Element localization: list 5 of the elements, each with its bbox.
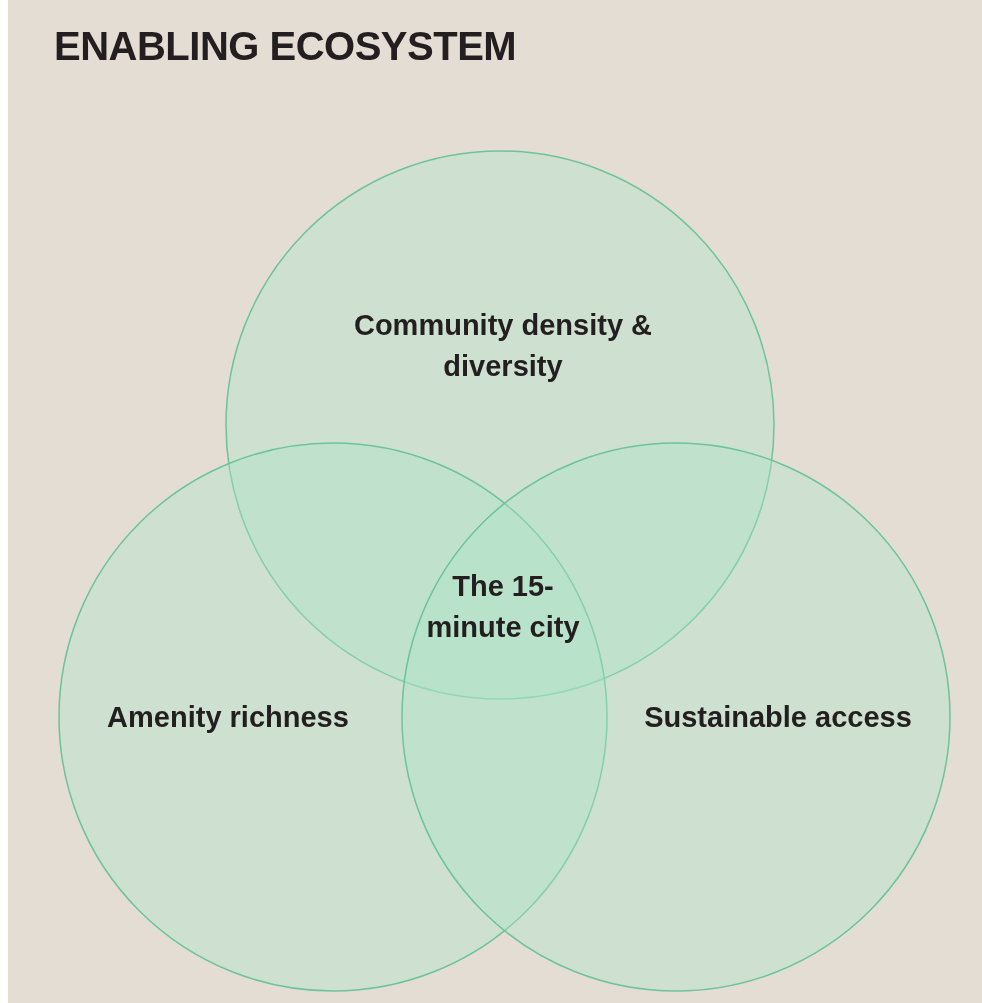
circle-label: Amenity richness — [106, 700, 350, 735]
title: ENABLING ECOSYSTEM — [54, 24, 517, 69]
circle-label: The 15-minute city — [425, 569, 581, 645]
circle-label: Community density & diversity — [352, 308, 654, 384]
circle-label: Sustainable access — [643, 700, 913, 735]
